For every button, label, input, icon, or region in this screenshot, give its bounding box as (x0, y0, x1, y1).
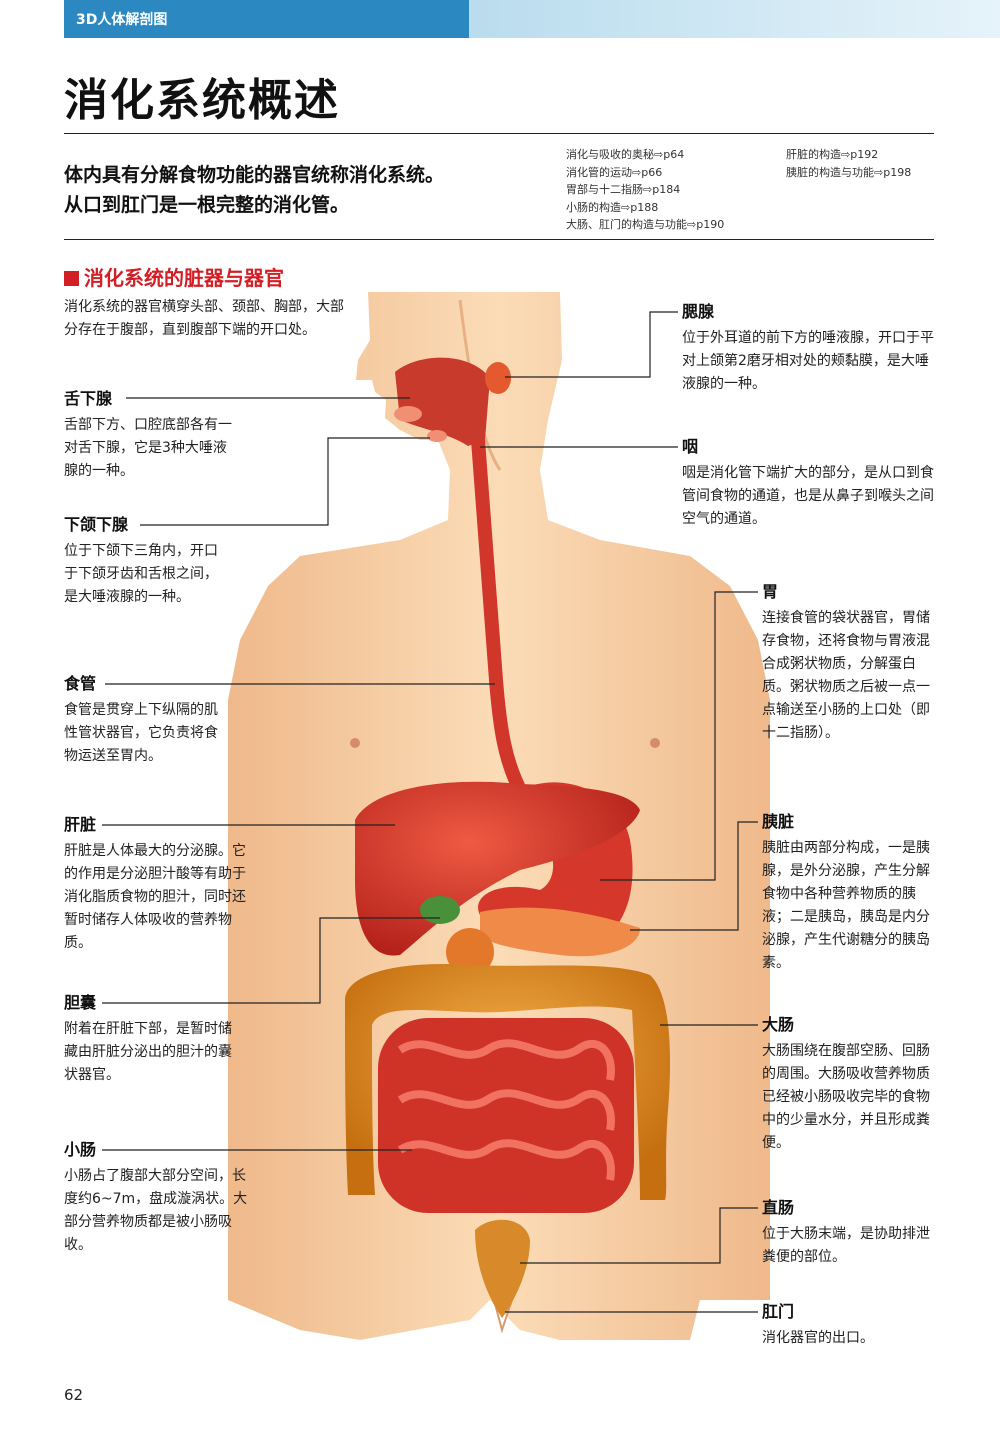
label-text: 胰脏由两部分构成，一是胰腺，是外分泌腺，产生分解食物中各种营养物质的胰液；二是胰… (762, 840, 930, 971)
reference-item: 消化管的运动⇨p66 (566, 165, 663, 179)
label-text: 位于大肠末端，是协助排泄粪便的部位。 (762, 1226, 930, 1265)
section-intro: 消化系统的器官横穿头部、颈部、胸部，大部分存在于腹部，直到腹部下端的开口处。 (64, 299, 344, 338)
label-liver: 肝脏 肝脏是人体最大的分泌腺。它的作用是分泌胆汁酸等有助于消化脂质食物的胆汁，同… (64, 814, 252, 955)
section-heading-text: 消化系统的脏器与器官 (84, 266, 284, 290)
intro-rule (64, 239, 934, 240)
mouth-pharynx (394, 357, 511, 446)
intro-text: 体内具有分解食物功能的器官统称消化系统。 从口到肛门是一根完整的消化管。 (64, 160, 534, 220)
header-tag: 3D人体解剖图 (76, 12, 168, 28)
pancreas-shape (480, 907, 640, 957)
label-pancreas: 胰脏 胰脏由两部分构成，一是胰腺，是外分泌腺，产生分解食物中各种营养物质的胰液；… (762, 811, 942, 975)
label-large-intestine: 大肠 大肠围绕在腹部空肠、回肠的周围。大肠吸收营养物质已经被小肠吸收完毕的食物中… (762, 1014, 934, 1155)
label-gallbladder: 胆囊 附着在肝脏下部，是暂时储藏由肝脏分泌出的胆汁的囊状器官。 (64, 992, 238, 1087)
reference-item: 胃部与十二指肠⇨p184 (566, 183, 681, 196)
large-intestine-shape (345, 964, 671, 1200)
label-title: 大肠 (762, 1015, 795, 1034)
title-rule (64, 133, 934, 134)
label-text: 大肠围绕在腹部空肠、回肠的周围。大肠吸收营养物质已经被小肠吸收完毕的食物中的少量… (762, 1043, 930, 1151)
label-esophagus: 食管 食管是贯穿上下纵隔的肌性管状器官，它负责将食物运送至胃内。 (64, 673, 224, 768)
reference-item: 消化与吸收的奥秘⇨p64 (566, 148, 685, 161)
label-title: 肛门 (762, 1302, 795, 1321)
label-text: 连接食管的袋状器官，胃储存食物，还将食物与胃液混合成粥状物质，分解蛋白质。粥状物… (762, 610, 930, 741)
label-text: 消化器官的出口。 (762, 1330, 874, 1346)
section-marker (64, 271, 79, 286)
label-sublingual: 舌下腺 舌部下方、口腔底部各有一对舌下腺，它是3种大唾液腺的一种。 (64, 388, 236, 483)
label-rectum: 直肠 位于大肠末端，是协助排泄粪便的部位。 (762, 1197, 934, 1269)
label-title: 咽 (682, 437, 699, 456)
label-title: 胆囊 (64, 993, 97, 1012)
label-title: 食管 (64, 674, 97, 693)
page-title: 消化系统概述 (64, 75, 340, 126)
label-submandibular: 下颌下腺 位于下颌下三角内，开口于下颌牙齿和舌根之间，是大唾液腺的一种。 (64, 514, 224, 609)
rectum-shape (475, 1219, 530, 1318)
label-text: 咽是消化管下端扩大的部分，是从口到食管间食物的通道，也是从鼻子到喉头之间空气的通… (682, 465, 934, 527)
label-small-intestine: 小肠 小肠占了腹部大部分空间，长度约6~7m，盘成漩涡状。大部分营养物质都是被小… (64, 1139, 252, 1257)
label-text: 肝脏是人体最大的分泌腺。它的作用是分泌胆汁酸等有助于消化脂质食物的胆汁，同时还暂… (64, 843, 246, 951)
label-title: 腮腺 (682, 302, 715, 321)
label-text: 附着在肝脏下部，是暂时储藏由肝脏分泌出的胆汁的囊状器官。 (64, 1021, 232, 1083)
section-heading: 消化系统的脏器与器官 (64, 262, 284, 291)
label-pharynx: 咽 咽是消化管下端扩大的部分，是从口到食管间食物的通道，也是从鼻子到喉头之间空气… (682, 436, 936, 531)
label-title: 胃 (762, 582, 779, 601)
label-anus: 肛门 消化器官的出口。 (762, 1301, 934, 1350)
label-title: 胰脏 (762, 812, 795, 831)
label-title: 下颌下腺 (64, 515, 129, 534)
duodenum-shape (446, 928, 494, 976)
label-text: 舌部下方、口腔底部各有一对舌下腺，它是3种大唾液腺的一种。 (64, 417, 232, 479)
esophagus-shape (471, 439, 527, 794)
reference-item: 肝脏的构造⇨p192 (786, 148, 879, 161)
intro-line-2: 从口到肛门是一根完整的消化管。 (64, 194, 350, 216)
header-band (469, 0, 1000, 38)
reference-item: 大肠、肛门的构造与功能⇨p190 (566, 218, 725, 231)
gallbladder-shape (420, 896, 460, 924)
label-title: 小肠 (64, 1140, 97, 1159)
label-stomach: 胃 连接食管的袋状器官，胃储存食物，还将食物与胃液混合成粥状物质，分解蛋白质。粥… (762, 581, 942, 745)
label-text: 位于下颌下三角内，开口于下颌牙齿和舌根之间，是大唾液腺的一种。 (64, 543, 218, 605)
intro-line-1: 体内具有分解食物功能的器官统称消化系统。 (64, 164, 445, 186)
page-number: 62 (64, 1386, 84, 1404)
label-title: 舌下腺 (64, 389, 113, 408)
label-text: 小肠占了腹部大部分空间，长度约6~7m，盘成漩涡状。大部分营养物质都是被小肠吸收… (64, 1168, 248, 1253)
label-parotid: 腮腺 位于外耳道的前下方的唾液腺，开口于平对上颌第2磨牙相对处的颊黏膜，是大唾液… (682, 301, 936, 396)
references-right: 肝脏的构造⇨p192 胰脏的构造与功能⇨p198 (786, 146, 911, 181)
reference-item: 胰脏的构造与功能⇨p198 (786, 165, 912, 179)
label-title: 直肠 (762, 1198, 795, 1217)
label-text: 食管是贯穿上下纵隔的肌性管状器官，它负责将食物运送至胃内。 (64, 702, 218, 764)
reference-item: 小肠的构造⇨p188 (566, 200, 659, 214)
small-intestine-shape (378, 1018, 634, 1213)
references-left: 消化与吸收的奥秘⇨p64 消化管的运动⇨p66 胃部与十二指肠⇨p184 小肠的… (566, 146, 724, 234)
label-title: 肝脏 (64, 815, 97, 834)
header-tab: 3D人体解剖图 (64, 0, 469, 38)
label-text: 位于外耳道的前下方的唾液腺，开口于平对上颌第2磨牙相对处的颊黏膜，是大唾液腺的一… (682, 330, 934, 392)
leader-lines (102, 311, 758, 1313)
